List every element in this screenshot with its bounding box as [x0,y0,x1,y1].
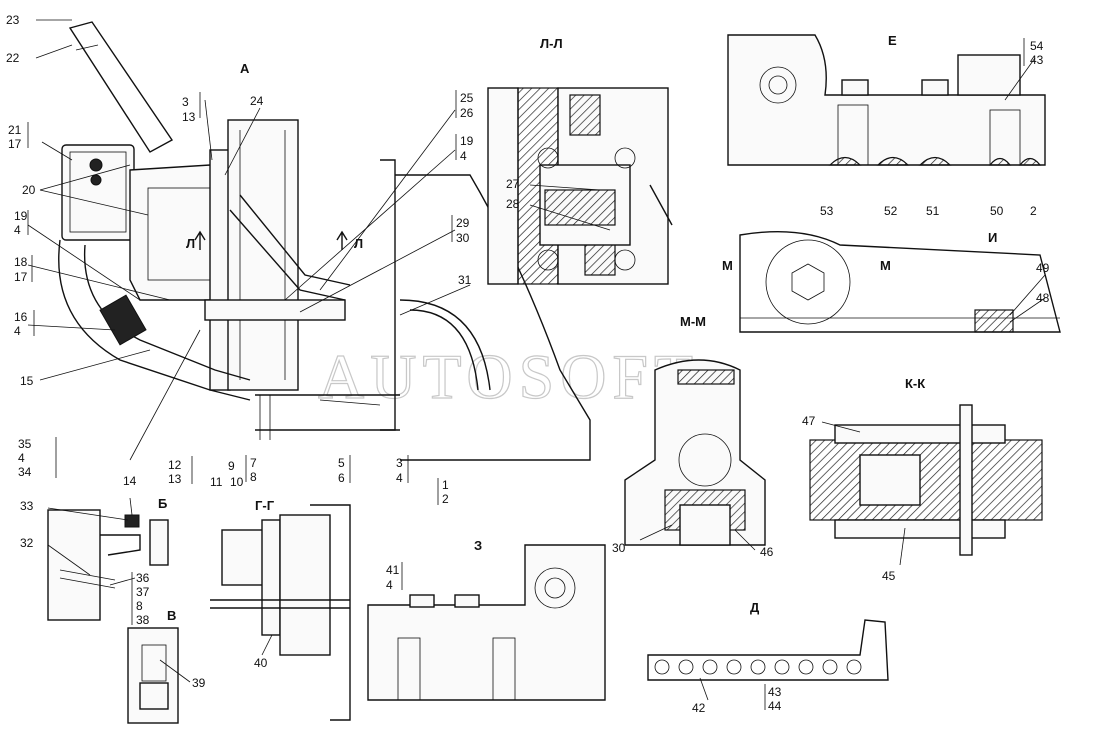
callout-31: 31 [458,273,472,287]
callout-53: 53 [820,204,834,218]
callout-40: 40 [254,656,268,670]
leader-lines [27,19,1046,701]
view-title-z: З [474,538,482,553]
callout-16: 16 [14,310,28,324]
section-mark-l-right: Л [354,236,363,251]
callout-3: 3 [182,95,189,109]
callout-4: 4 [18,451,25,465]
view-e [727,34,1046,166]
callout-34: 34 [18,465,32,479]
view-title-mm: М-М [680,314,706,329]
callout-8: 8 [250,470,257,484]
callout-19: 19 [14,209,28,223]
callout-43: 43 [1030,53,1044,67]
view-b [47,509,169,621]
callout-54: 54 [1030,39,1044,53]
callout-13: 13 [182,110,196,124]
view-gg [210,504,351,721]
callout-19: 19 [460,134,474,148]
view-v [127,627,179,724]
watermark: AUTOSOFT [318,341,699,412]
callout-17: 17 [8,137,22,151]
callout-32: 32 [20,536,34,550]
callout-30: 30 [456,231,470,245]
callout-10: 10 [230,475,244,489]
view-title-kk: К-К [905,376,925,391]
view-title-e: Е [888,33,897,48]
callout-44: 44 [768,699,782,713]
view-i [739,230,1061,333]
callout-30: 30 [612,541,626,555]
callout-38: 38 [136,613,150,627]
callout-23: 23 [6,13,20,27]
callout-4: 4 [14,223,21,237]
view-title-ll: Л-Л [540,36,563,51]
callout-13: 13 [168,472,182,486]
callout-28: 28 [506,197,520,211]
callout-11: 11 [210,475,223,489]
callout-4: 4 [386,578,393,592]
view-d [647,619,889,681]
callout-41: 41 [386,563,400,577]
callout-12: 12 [168,458,182,472]
callout-27: 27 [506,177,520,191]
callout-39: 39 [192,676,206,690]
callout-2: 2 [442,492,449,506]
callout-50: 50 [990,204,1004,218]
callout-29: 29 [456,216,470,230]
view-title-b: Б [158,496,167,511]
callout-48: 48 [1036,291,1050,305]
callout-7: 7 [250,456,257,470]
callout-21: 21 [8,123,22,137]
callout-47: 47 [802,414,816,428]
view-title-i: И [988,230,997,245]
callout-42: 42 [692,701,706,715]
callout-49: 49 [1036,261,1050,275]
view-kk [809,404,1043,556]
view-z [367,544,606,701]
callout-8: 8 [136,599,143,613]
callout-2: 2 [1030,204,1037,218]
callout-6: 6 [338,471,345,485]
callout-46: 46 [760,545,774,559]
callouts: 23 22 21 17 20 19 4 18 17 16 4 15 14 3 1… [6,13,1050,715]
callout-14: 14 [123,474,137,488]
callout-24: 24 [250,94,264,108]
view-title-gg: Г-Г [255,498,275,513]
view-mm [624,359,766,546]
callout-5: 5 [338,456,345,470]
callout-9: 9 [228,459,235,473]
callout-15: 15 [20,374,34,388]
callout-18: 18 [14,255,28,269]
callout-4: 4 [14,324,21,338]
view-ll [487,87,673,285]
callout-52: 52 [884,204,898,218]
section-mark-m-right: М [880,258,891,273]
callout-4: 4 [396,471,403,485]
callout-51: 51 [926,204,940,218]
callout-4: 4 [460,149,467,163]
callout-22: 22 [6,51,20,65]
callout-25: 25 [460,91,474,105]
section-mark-l-left: Л [186,236,195,251]
callout-20: 20 [22,183,36,197]
view-title-a: А [240,61,250,76]
callout-36: 36 [136,571,150,585]
view-title-d: Д [750,600,760,615]
callout-3: 3 [396,456,403,470]
view-a [58,21,591,461]
view-title-v: В [167,608,176,623]
callout-45: 45 [882,569,896,583]
callout-37: 37 [136,585,150,599]
callout-35: 35 [18,437,32,451]
callout-17: 17 [14,270,28,284]
callout-1: 1 [442,478,449,492]
callout-43: 43 [768,685,782,699]
section-mark-m-left: М [722,258,733,273]
callout-26: 26 [460,106,474,120]
callout-33: 33 [20,499,34,513]
